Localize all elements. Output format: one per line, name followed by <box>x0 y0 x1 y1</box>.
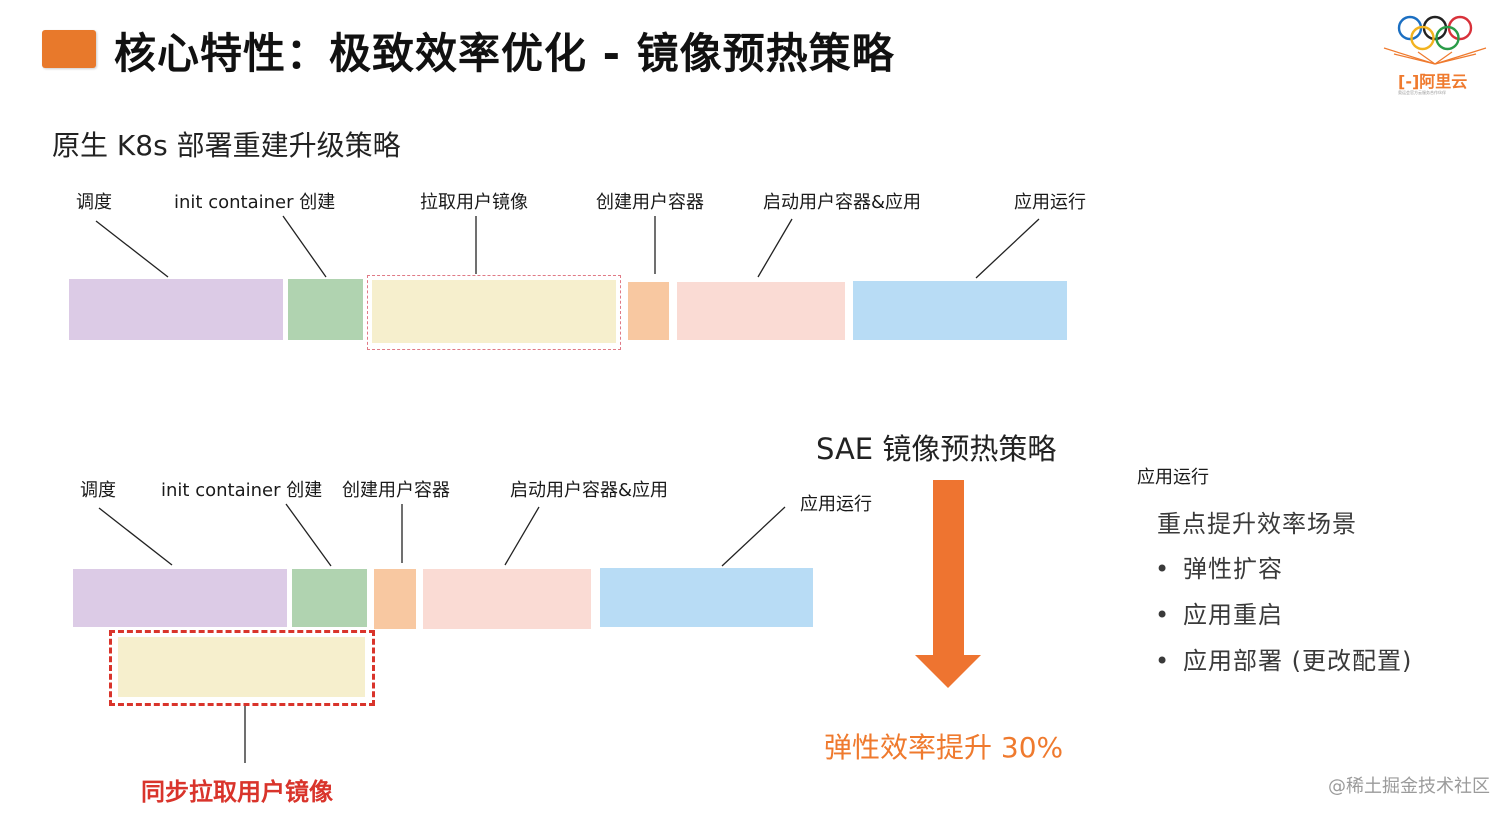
bullet-icon: • <box>1155 601 1171 629</box>
header-flag-icon <box>42 30 96 68</box>
side-item-label: 应用重启 <box>1183 601 1283 629</box>
sae-label-init: init container 创建 <box>161 480 323 501</box>
native-label-start: 启动用户容器&应用 <box>763 192 922 213</box>
native-block-pull <box>372 280 616 343</box>
sae-block-run <box>600 568 813 627</box>
logo-text: 阿里云 <box>1419 72 1468 91</box>
down-arrow-shape <box>915 480 981 688</box>
sae-connector-run <box>721 506 786 567</box>
page-title: 核心特性：极致效率优化 - 镜像预热策略 <box>114 29 895 78</box>
sae-label-start: 启动用户容器&应用 <box>510 480 669 501</box>
sae-connector-schedule <box>98 507 173 566</box>
native-label-init: init container 创建 <box>174 192 336 213</box>
bullet-icon: • <box>1155 647 1171 675</box>
logo-symbol: [-] <box>1398 72 1420 91</box>
sae-block-create <box>374 569 416 629</box>
sae-parallel-dashed-frame <box>109 630 375 706</box>
bullet-icon: • <box>1155 555 1171 583</box>
native-connector-init <box>282 215 327 278</box>
side-item-restart: • 应用重启 <box>1155 595 1283 630</box>
result-text: 弹性效率提升 30% <box>824 731 1064 764</box>
native-block-init <box>288 279 363 340</box>
native-connector-schedule <box>95 220 169 278</box>
sae-parallel-label: 同步拉取用户镜像 <box>141 778 333 806</box>
watermark: @稀土掘金技术社区 <box>1328 776 1490 797</box>
native-block-create <box>628 282 669 340</box>
sae-connector-init <box>285 503 332 567</box>
side-item-label: 应用部署 (更改配置) <box>1183 647 1413 675</box>
native-label-schedule: 调度 <box>76 192 112 213</box>
sae-heading: SAE 镜像预热策略 <box>816 432 1057 466</box>
olympic-rings-icon <box>1383 15 1487 65</box>
native-block-run <box>853 281 1067 340</box>
sae-block-parallel-pull <box>118 637 365 697</box>
side-item-deploy: • 应用部署 (更改配置) <box>1155 641 1412 676</box>
logo-tagline: 奥运会官方云服务合作伙伴 <box>1398 90 1446 95</box>
native-label-run: 应用运行 <box>1014 192 1086 213</box>
native-heading: 原生 K8s 部署重建升级策略 <box>52 129 401 162</box>
sae-label-schedule: 调度 <box>80 480 116 501</box>
sae-block-schedule <box>73 569 287 627</box>
sae-label-run: 应用运行 <box>800 494 872 515</box>
side-item-label: 弹性扩容 <box>1183 555 1283 583</box>
native-block-schedule <box>69 279 283 340</box>
sae-block-start <box>423 569 591 629</box>
side-item-scale: • 弹性扩容 <box>1155 549 1283 584</box>
native-pull-dashed-frame <box>367 275 621 350</box>
sae-connector-start <box>504 506 540 566</box>
native-block-start <box>677 282 845 340</box>
native-connector-start <box>757 218 793 278</box>
side-run-label: 应用运行 <box>1137 467 1209 488</box>
native-label-create: 创建用户容器 <box>596 192 704 213</box>
side-heading: 重点提升效率场景 <box>1157 510 1357 538</box>
sae-label-create: 创建用户容器 <box>342 480 450 501</box>
native-connector-run <box>975 218 1040 279</box>
sae-block-init <box>292 569 367 627</box>
native-label-pull: 拉取用户镜像 <box>420 192 528 213</box>
alibaba-olympic-logo: [-]阿里云 奥运会官方云服务合作伙伴 <box>1380 8 1490 98</box>
